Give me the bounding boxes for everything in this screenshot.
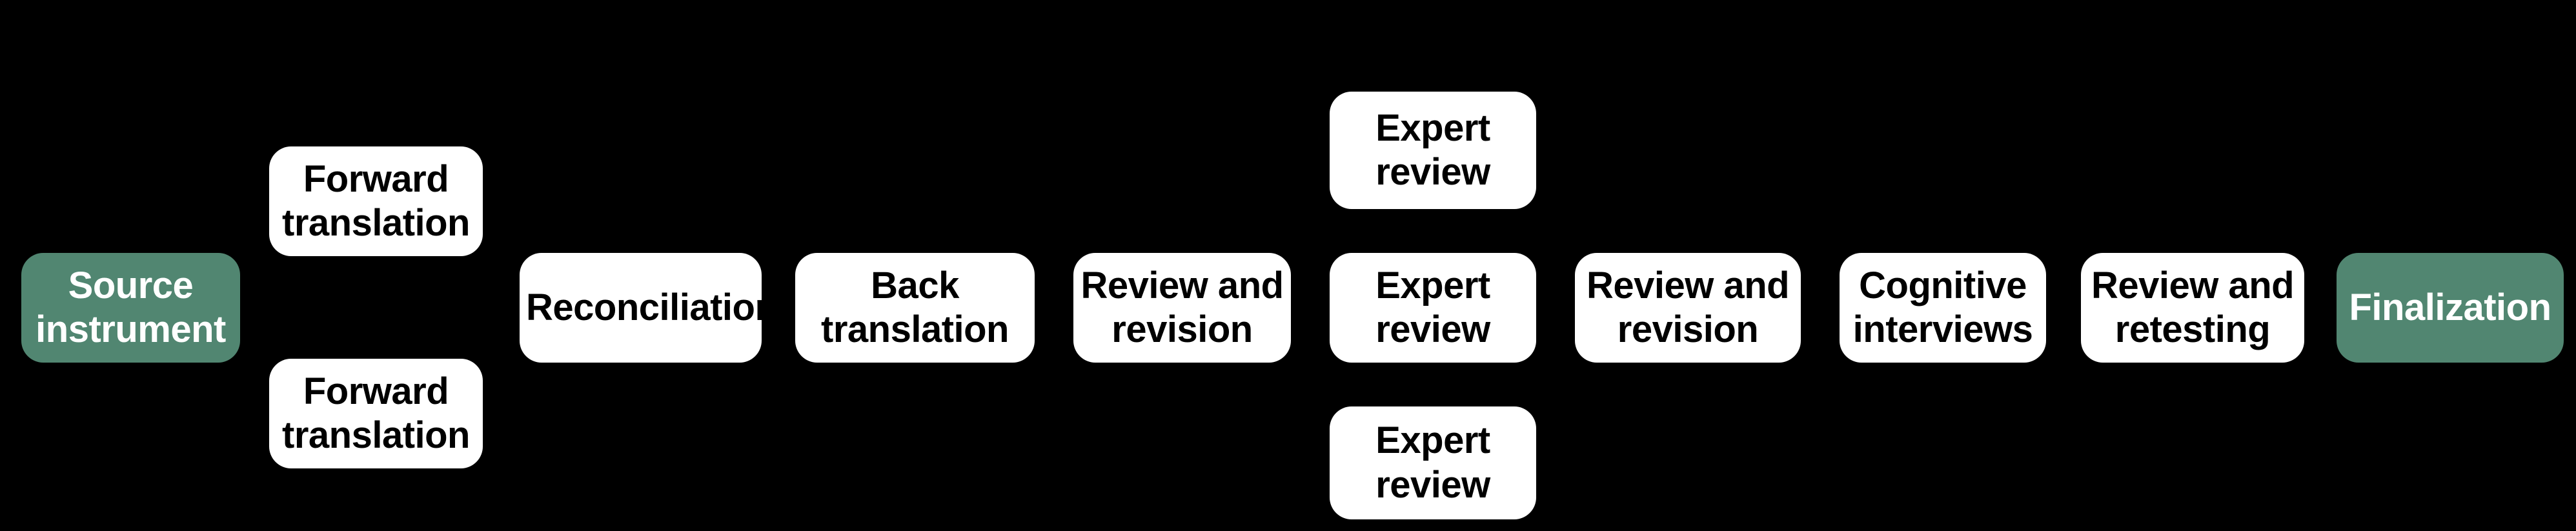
node-label-expert-review-top: Expert review (1375, 106, 1490, 193)
node-label-forward-translation-2: Forward translation (282, 370, 471, 456)
node-label-review-and-retesting: Review and retesting (2091, 264, 2295, 350)
node-forward-translation-1[interactable]: Forward translation (269, 146, 483, 256)
node-review-and-revision-2[interactable]: Review and revision (1575, 253, 1801, 363)
node-expert-review-bottom[interactable]: Expert review (1330, 406, 1536, 519)
node-source-instrument[interactable]: Source instrument (21, 253, 240, 363)
node-label-forward-translation-1: Forward translation (282, 157, 471, 244)
node-label-review-and-revision-1: Review and revision (1080, 264, 1284, 350)
node-label-cognitive-interviews: Cognitive interviews (1852, 264, 2033, 350)
node-review-and-revision-1[interactable]: Review and revision (1073, 253, 1291, 363)
node-label-finalization: Finalization (2349, 286, 2552, 328)
node-forward-translation-2[interactable]: Forward translation (269, 359, 483, 468)
node-label-expert-review-bottom: Expert review (1375, 419, 1490, 506)
node-finalization[interactable]: Finalization (2337, 253, 2564, 363)
node-label-source-instrument: Source instrument (35, 264, 226, 350)
node-review-and-retesting[interactable]: Review and retesting (2081, 253, 2304, 363)
node-reconciliation[interactable]: Reconciliation (520, 253, 778, 363)
node-expert-review-middle[interactable]: Expert review (1330, 253, 1536, 363)
node-label-expert-review-middle: Expert review (1375, 264, 1490, 350)
node-expert-review-top[interactable]: Expert review (1330, 92, 1536, 209)
node-back-translation[interactable]: Back translation (795, 253, 1035, 363)
node-cognitive-interviews[interactable]: Cognitive interviews (1840, 253, 2046, 363)
node-label-reconciliation: Reconciliation (526, 286, 778, 328)
node-label-review-and-revision-2: Review and revision (1586, 264, 1790, 350)
node-label-back-translation: Back translation (821, 264, 1009, 350)
